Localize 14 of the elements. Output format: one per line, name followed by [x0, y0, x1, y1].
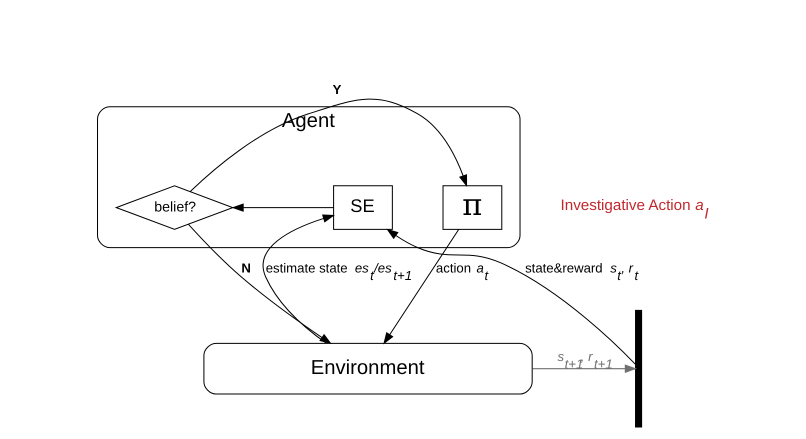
node-diamond: belief?	[114, 184, 234, 230]
node-box: π	[442, 184, 502, 230]
arrow	[383, 228, 460, 344]
arrow	[262, 214, 335, 344]
arrow	[188, 223, 332, 344]
arrow	[190, 98, 468, 192]
arrow	[232, 202, 334, 212]
edge-label: Y	[332, 82, 342, 97]
node-bar	[635, 309, 642, 427]
edge-label: N	[241, 260, 251, 275]
node-box: Environment	[203, 342, 533, 394]
arrow	[386, 228, 636, 364]
node-box: SE	[333, 184, 393, 230]
arrow	[532, 364, 637, 372]
